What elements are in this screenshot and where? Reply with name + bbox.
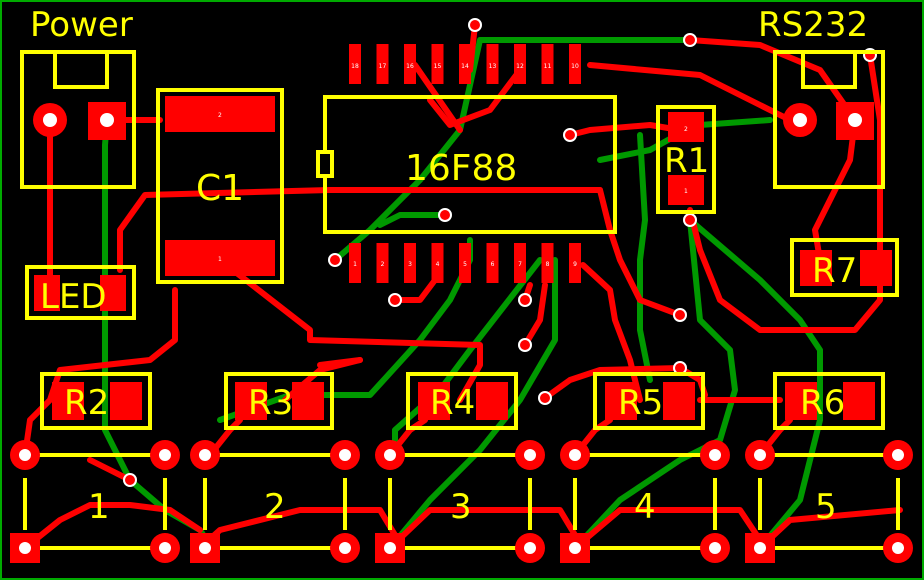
r1-pad-top-number: 2 bbox=[684, 126, 688, 133]
pushbutton-1 bbox=[10, 440, 180, 563]
chip-pin-pad bbox=[569, 44, 581, 84]
c1-label: C1 bbox=[196, 168, 244, 209]
chip-pin-pad bbox=[514, 44, 526, 84]
chip-pin-pad bbox=[349, 243, 361, 283]
chip-pin-number: 10 bbox=[571, 63, 579, 70]
chip-pin-pad bbox=[541, 243, 554, 283]
chip-pin-number: 9 bbox=[573, 261, 577, 268]
chip-bottom-pins: 1 2 3 4 5 6 7 8 9 bbox=[349, 243, 581, 283]
resistor-r4 bbox=[406, 372, 518, 430]
chip-pin-number: 14 bbox=[461, 63, 469, 70]
button-3-label: 3 bbox=[450, 487, 472, 527]
button-4-label: 4 bbox=[634, 487, 656, 527]
power-label: Power bbox=[30, 5, 133, 45]
r1-pad-bottom-number: 1 bbox=[684, 188, 688, 195]
button-1-label: 1 bbox=[88, 487, 110, 527]
chip-pin-number: 11 bbox=[544, 63, 552, 70]
r1-label: R1 bbox=[664, 141, 709, 181]
chip-pin-number: 4 bbox=[436, 261, 440, 268]
chip-pin-number: 16 bbox=[406, 63, 414, 70]
button-2-label: 2 bbox=[264, 487, 286, 527]
pushbutton-3 bbox=[375, 440, 545, 563]
chip-pin-number: 12 bbox=[516, 63, 524, 70]
rs232-connector bbox=[773, 50, 885, 189]
chip-pin-number: 8 bbox=[546, 261, 550, 268]
chip-pin-pad bbox=[486, 44, 499, 84]
top-copper-traces bbox=[22, 22, 903, 551]
chip-pin-number: 1 bbox=[353, 261, 357, 268]
resistor-r6 bbox=[773, 372, 885, 430]
chip-pin-number: 7 bbox=[518, 261, 522, 268]
chip-pin-pad bbox=[376, 243, 389, 283]
power-connector bbox=[20, 50, 136, 189]
resistor-r3 bbox=[224, 372, 334, 430]
resistor-r7 bbox=[790, 238, 899, 297]
chip-pin-pad bbox=[349, 44, 361, 84]
chip-pin-pad bbox=[541, 44, 554, 84]
c1-pad-top-number: 2 bbox=[218, 112, 222, 119]
resistor-r2 bbox=[40, 372, 152, 430]
r7-label: R7 bbox=[812, 251, 857, 291]
chip-pin-pad bbox=[431, 243, 444, 283]
chip-pin-number: 5 bbox=[463, 261, 467, 268]
led-label: LED bbox=[40, 277, 107, 317]
chip-top-pins: 18 17 16 15 14 13 12 11 10 bbox=[349, 44, 581, 84]
chip-pin-pad bbox=[569, 243, 581, 283]
chip-pin-pad bbox=[459, 243, 471, 283]
pushbutton-2 bbox=[190, 440, 360, 563]
chip-pin-pad bbox=[376, 44, 389, 84]
r6-label: R6 bbox=[800, 383, 845, 423]
pushbutton-4 bbox=[560, 440, 730, 563]
rs232-label: RS232 bbox=[758, 5, 868, 45]
r2-label: R2 bbox=[64, 383, 109, 423]
resistor-r5 bbox=[593, 372, 705, 430]
chip-pin-pad bbox=[404, 243, 416, 283]
chip-pin-number: 18 bbox=[351, 63, 359, 70]
chip-pin-number: 6 bbox=[491, 261, 495, 268]
chip-pin-number: 15 bbox=[434, 63, 442, 70]
r4-label: R4 bbox=[430, 383, 475, 423]
chip-pin-number: 13 bbox=[489, 63, 497, 70]
chip-pin-pad bbox=[459, 44, 471, 84]
r5-label: R5 bbox=[618, 383, 663, 423]
pushbutton-5 bbox=[745, 440, 913, 563]
chip-pin-pad bbox=[404, 44, 416, 84]
chip-pin-number: 17 bbox=[379, 63, 387, 70]
chip-pin-pad bbox=[486, 243, 499, 283]
chip-pin-pad bbox=[514, 243, 526, 283]
chip-pin-number: 2 bbox=[381, 261, 385, 268]
c1-pad-bottom-number: 1 bbox=[218, 256, 222, 263]
button-5-label: 5 bbox=[815, 487, 837, 527]
resistor-r1 bbox=[656, 105, 716, 214]
capacitor-c1 bbox=[156, 88, 284, 284]
chip-pin-number: 3 bbox=[408, 261, 412, 268]
chip-pin-pad bbox=[431, 44, 444, 84]
led bbox=[25, 265, 136, 320]
chip-label: 16F88 bbox=[405, 148, 517, 189]
r3-label: R3 bbox=[248, 383, 293, 423]
